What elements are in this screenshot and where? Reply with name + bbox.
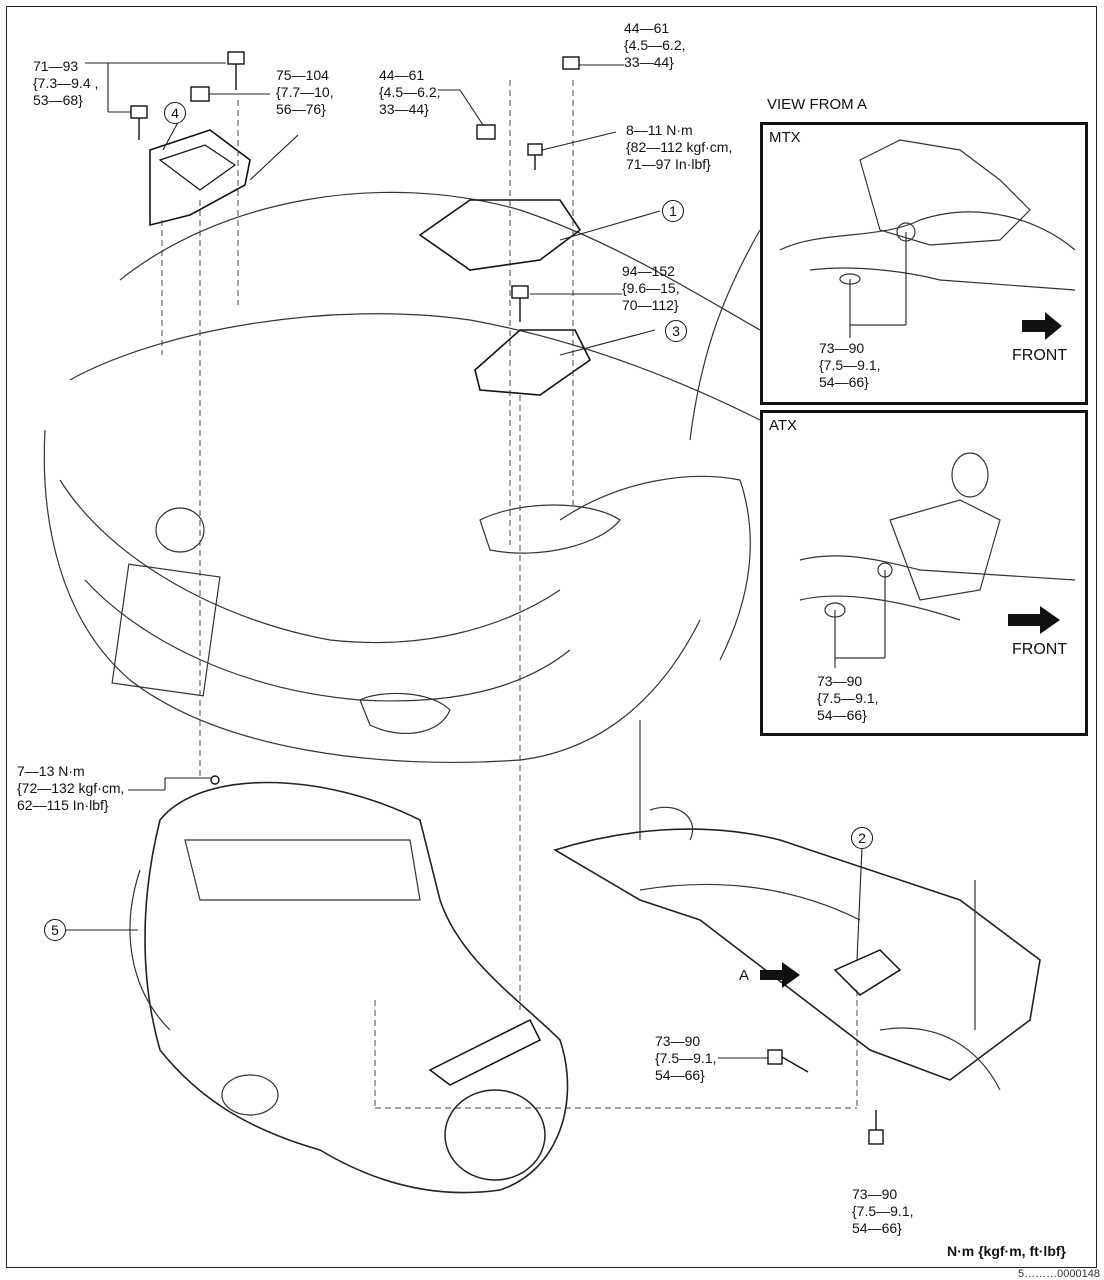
torque-label-bracket-nut-left: 44—61 {4.5—6.2, 33—44} — [379, 67, 441, 117]
mtx-torque-label: 73—90 {7.5—9.1, 54—66} — [819, 340, 881, 390]
torque-label-bracket-nut-right: 44—61 {4.5—6.2, 33—44} — [624, 20, 686, 70]
license-plate-outline — [111, 563, 221, 697]
bolt-plate — [511, 285, 529, 299]
arrow-a-icon — [760, 962, 800, 988]
nut-bracket-left — [476, 124, 496, 140]
torque-label-mount-bolts: 71—93 {7.3—9.4 , 53—68} — [33, 58, 99, 108]
bolt-subframe-side — [767, 1049, 783, 1065]
atx-front-arrow-icon — [1008, 606, 1060, 634]
arrow-a-label: A — [739, 967, 750, 984]
bolt-bracket-small — [527, 143, 543, 156]
car-hood-lower — [69, 313, 761, 421]
torque-label-subframe-side-bolt: 73—90 {7.5—9.1, 54—66} — [655, 1033, 717, 1083]
car-fog-light — [359, 692, 451, 735]
callout-1: 1 — [662, 200, 684, 222]
transmission-bracket — [428, 1018, 542, 1086]
figure-id: 5………0000148 — [1018, 1268, 1100, 1280]
figure-frame — [6, 6, 1097, 1268]
callout-2: 2 — [851, 827, 873, 849]
view-from-a-heading: VIEW FROM A — [767, 96, 868, 113]
units-legend: N·m {kgf·m, ft·lbf} — [947, 1243, 1066, 1259]
torque-label-mount-nut: 75—104 {7.7—10, 56—76} — [276, 67, 334, 117]
transmission-bell-housing — [444, 1089, 546, 1181]
atx-torque-label: 73—90 {7.5—9.1, 54—66} — [817, 673, 879, 723]
mtx-front-label: FRONT — [1012, 347, 1068, 364]
bolt-mount-top — [227, 51, 245, 65]
callout-4: 4 — [164, 102, 186, 124]
bolt-mount-left — [130, 105, 148, 119]
car-emblem — [155, 507, 205, 553]
torque-label-subframe-bottom-bolt: 73—90 {7.5—9.1, 54—66} — [852, 1186, 914, 1236]
stud-engine-top — [210, 775, 220, 785]
atx-title: ATX — [769, 417, 798, 434]
nut-mount — [190, 86, 210, 102]
rear-mount-bracket — [833, 949, 902, 996]
car-fender — [559, 475, 752, 661]
car-windshield-edge — [689, 229, 761, 441]
car-fascia-outline — [43, 429, 701, 763]
bolt-subframe-bottom — [868, 1129, 884, 1145]
atx-front-label: FRONT — [1012, 641, 1068, 658]
car-lower-grille — [84, 579, 571, 702]
torque-label-bracket-bolt: 8—11 N·m {82—112 kgf·cm, 71—97 In·lbf} — [626, 122, 733, 172]
callout-3: 3 — [665, 320, 687, 342]
mtx-inset: MTX FRONT 73—90 {7.5—9.1, 54—66} — [760, 122, 1088, 405]
car-hood-outline — [119, 191, 761, 331]
mtx-title: MTX — [769, 129, 801, 146]
atx-inset: ATX FRONT 73—90 {7.5—9.1, 54—66} — [760, 410, 1088, 736]
transmission-mount-bracket — [418, 199, 582, 271]
torque-label-engine-stud: 7—13 N·m {72—132 kgf·cm, 62—115 In·lbf} — [17, 763, 125, 813]
mount-plate — [474, 329, 592, 396]
callout-5: 5 — [44, 919, 66, 941]
mtx-front-arrow-icon — [1022, 312, 1062, 340]
engine-block-outline — [144, 781, 569, 1194]
nut-bracket-right — [562, 56, 580, 70]
subframe-outline — [553, 828, 1041, 1081]
car-headlight — [479, 504, 621, 554]
engine-mount-bracket — [149, 129, 251, 227]
car-grille — [59, 479, 561, 644]
torque-label-plate-bolt: 94—152 {9.6—15, 70—112} — [622, 263, 680, 313]
